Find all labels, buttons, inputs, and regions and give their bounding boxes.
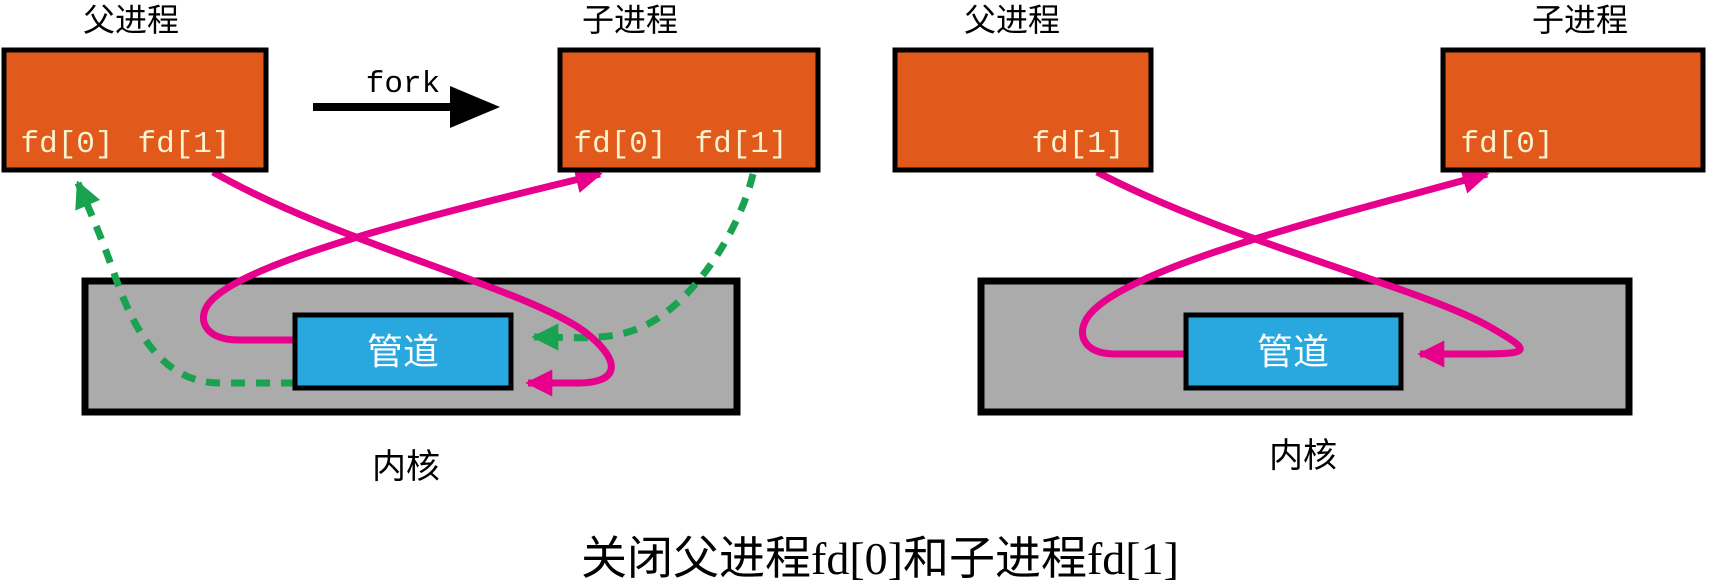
left-arrow-pipe-to-child-fd0: [199, 166, 603, 344]
right-kernel-label: 内核: [1269, 437, 1337, 475]
left-dashed-arrow-child-fd1-to-pipe: [531, 173, 757, 351]
right-parent-process-box: [892, 47, 1154, 173]
left-child-fd1: fd[1]: [694, 127, 787, 162]
left-kernel-label: 内核: [372, 448, 440, 486]
left-arrow-parent-fd1-to-pipe: [211, 168, 615, 397]
right-pipe-label: 管道: [1257, 332, 1329, 372]
right-arrow-pipe-to-child-fd0: [1079, 167, 1490, 358]
right-pipe-box: [1183, 312, 1404, 391]
fork-arrowhead-icon: [450, 86, 500, 128]
left-child-fd0: fd[0]: [573, 127, 666, 162]
left-dashed-arrow-pipe-to-parent-fd0: [74, 180, 295, 387]
left-child-process-box: [557, 47, 821, 173]
left-parent-fd0: fd[0]: [20, 127, 113, 162]
left-pipe-box: [292, 312, 514, 391]
fork-label: fork: [366, 67, 440, 102]
left-parent-title: 父进程: [83, 2, 179, 38]
right-arrow-parent-fd1-to-pipe: [1095, 168, 1524, 368]
left-child-title: 子进程: [582, 2, 678, 38]
left-diagram: 管道 内核 父进程 fd[0] fd[1] fork 子进程 fd[0] fd[…: [1, 2, 821, 486]
left-parent-fd1: fd[1]: [137, 127, 230, 162]
right-parent-title: 父进程: [964, 2, 1060, 38]
right-child-fd0: fd[0]: [1460, 127, 1553, 162]
figure-caption: 关闭父进程fd[0]和子进程fd[1]: [581, 533, 1179, 584]
right-diagram: 管道 内核 父进程 fd[1] 子进程 fd[0]: [892, 2, 1706, 475]
right-parent-fd1: fd[1]: [1031, 127, 1124, 162]
right-child-title: 子进程: [1532, 2, 1628, 38]
left-parent-process-box: [1, 47, 269, 173]
left-pipe-label: 管道: [367, 332, 439, 372]
right-child-process-box: [1440, 47, 1706, 173]
